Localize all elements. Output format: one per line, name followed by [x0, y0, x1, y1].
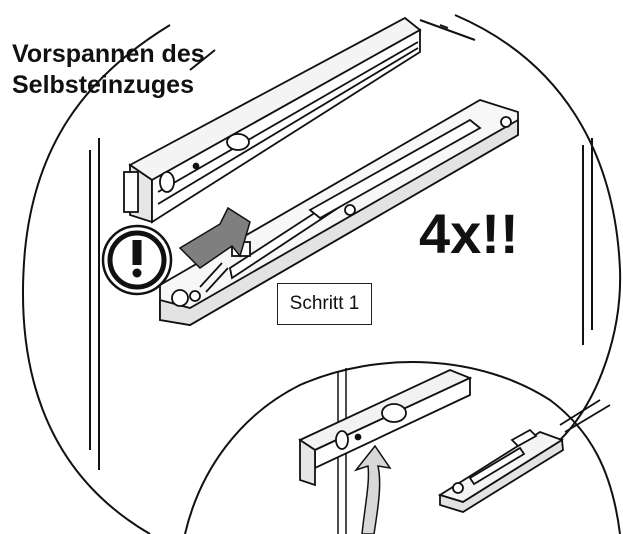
curved-arrow-up-icon: [353, 444, 392, 534]
self-closing-mechanism: [159, 99, 519, 326]
title-line-1: Vorspannen des: [12, 40, 205, 68]
repeat-count-label: 4x!!: [419, 202, 519, 265]
detail-mechanism: [437, 399, 611, 513]
exclamation-warning-icon: [101, 224, 173, 296]
detail-rail: [298, 369, 473, 487]
step-label-box: Schritt 1: [277, 283, 372, 325]
zoom-detail-circle: [184, 361, 621, 534]
drawer-rail: [123, 16, 422, 224]
detail-circle-outline: [22, 14, 622, 534]
arrow-left-icon: [178, 206, 251, 269]
step-label: Schritt 1: [289, 293, 360, 314]
title-line-2: Selbsteinzuges: [12, 71, 194, 99]
cabinet-side-panel: [89, 19, 593, 470]
